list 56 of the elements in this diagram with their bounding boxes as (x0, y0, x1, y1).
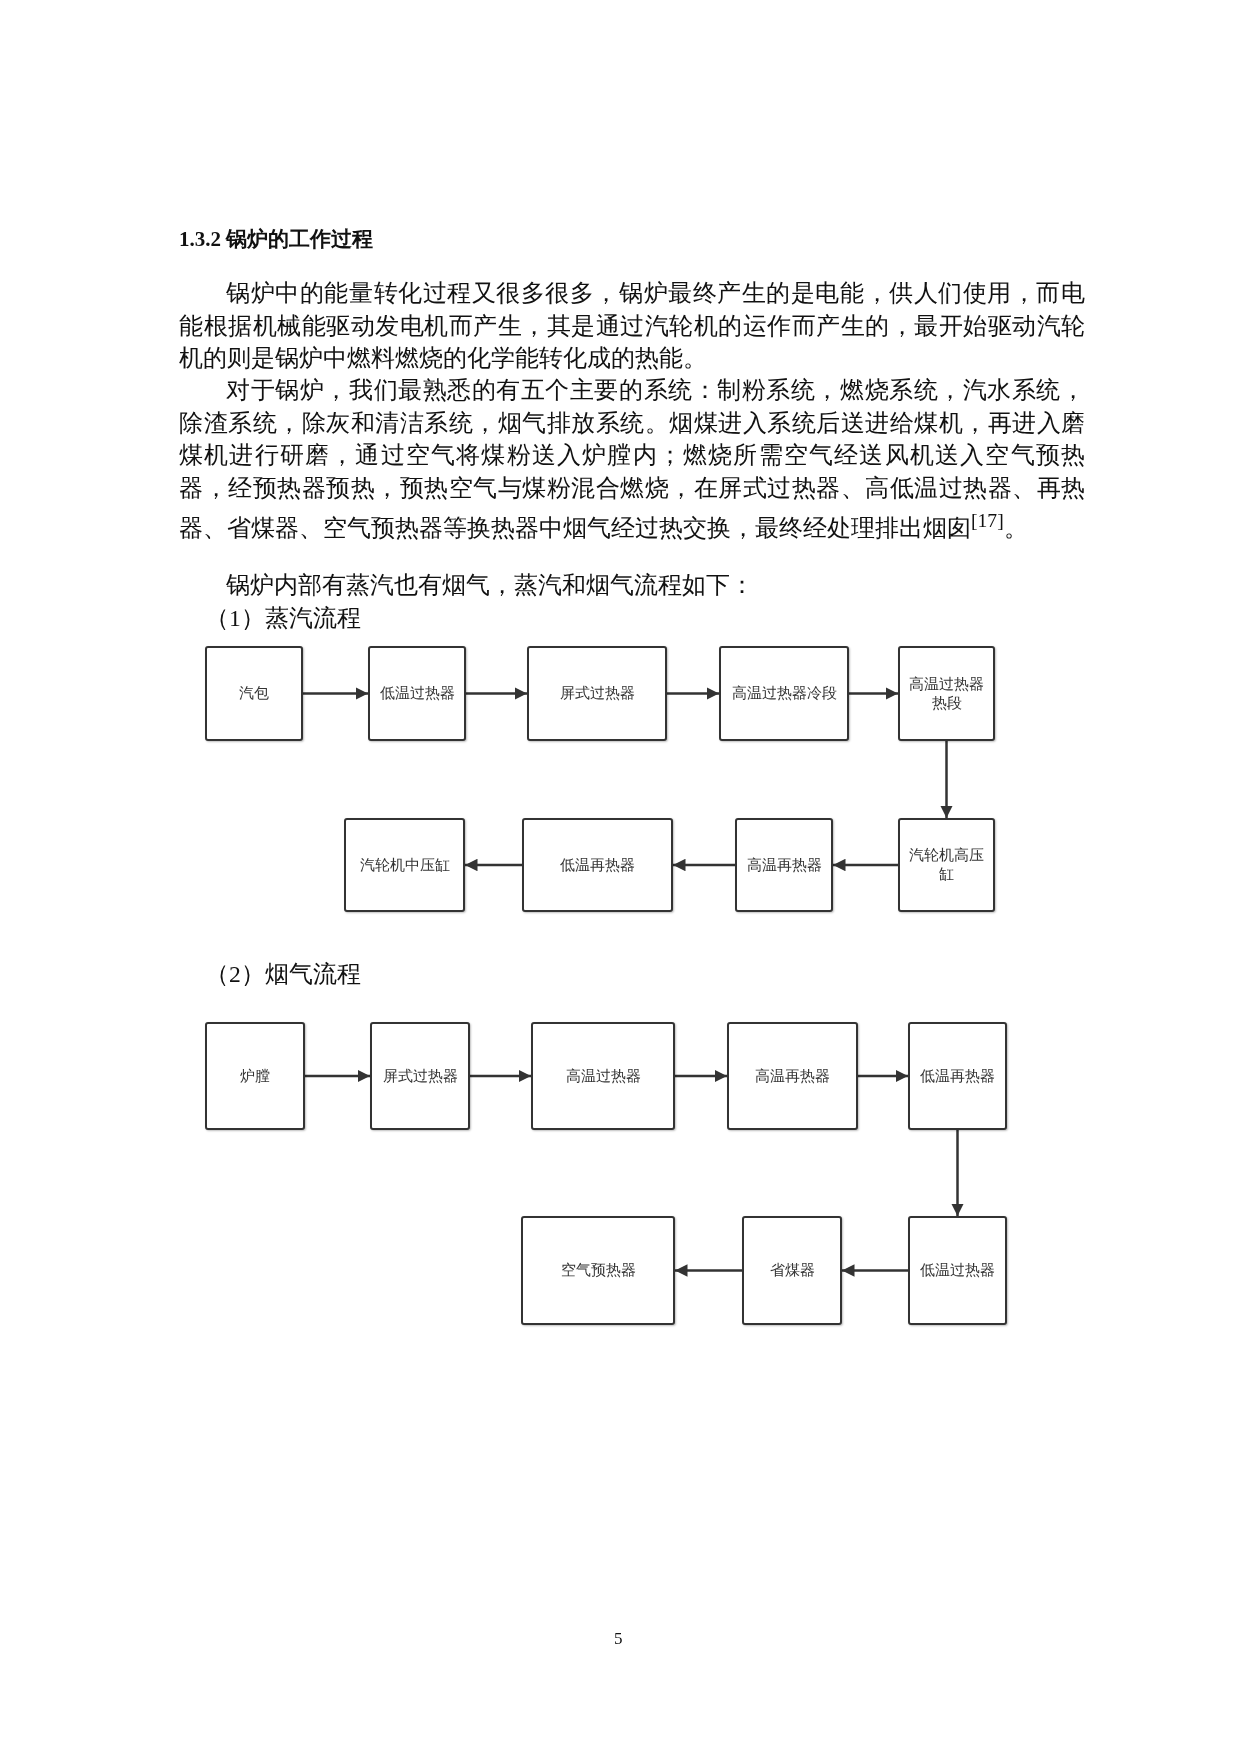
subsection-heading: （2）烟气流程 (205, 960, 361, 989)
arrow (951, 1130, 964, 1216)
box-label: 空气预热器 (559, 1261, 637, 1280)
process-box (205, 1022, 305, 1130)
arrow (675, 1069, 727, 1083)
process-box (522, 818, 673, 912)
box-label: 高温再热器 (745, 855, 823, 875)
box-label: 低温过热器 (919, 1261, 996, 1280)
arrow (465, 858, 522, 872)
box-label: 低温再热器 (559, 855, 636, 875)
process-box (719, 646, 849, 741)
arrow (833, 858, 898, 872)
box-label: 高温过热器 (564, 1066, 642, 1086)
process-box (908, 1022, 1007, 1130)
subsection-heading: （1）蒸汽流程 (205, 604, 361, 633)
process-box (344, 818, 465, 912)
body-paragraph: 对于锅炉，我们最熟悉的有五个主要的系统：制粉系统，燃烧系统，汽水系统，除渣系统，除灰和清洁系统，烟气排放系统。烟煤进入系统后送进给煤机，再进入磨煤机进行研磨，通过空气将煤粉送入炉膛内；燃烧所需空气经送风机送入空气预热器，经预热器预热，预热空气与煤粉混合燃烧，在屏式过热器、高低温过热器、再热器、省煤器、空气预热器等换热器中烟气经过热交换，最终经处理排出烟囱$^{[17]}$。 (179, 376, 1085, 543)
section-heading: 1.3.2 锅炉的工作过程 (179, 226, 374, 253)
process-box (898, 646, 995, 741)
box-label: 省煤器 (768, 1261, 816, 1280)
process-box (735, 818, 833, 912)
process-box (908, 1216, 1007, 1325)
box-label: 屏式过热器 (558, 684, 636, 703)
arrow (849, 687, 898, 700)
box-label: 汽包 (238, 684, 270, 703)
box-label: 高温过热器冷段 (730, 684, 838, 703)
body-paragraph: 锅炉内部有蒸汽也有烟气，蒸汽和烟气流程如下： (225, 571, 756, 600)
arrow (940, 741, 953, 818)
process-box (370, 1022, 470, 1130)
arrow (675, 1264, 742, 1277)
arrow (303, 687, 368, 700)
process-box (368, 646, 466, 741)
process-box (727, 1022, 858, 1130)
process-box (742, 1216, 842, 1325)
box-label: 炉膛 (239, 1066, 271, 1086)
arrow (842, 1264, 908, 1277)
box-label: 高温过热器热段 (908, 674, 985, 713)
box-label: 屏式过热器 (381, 1066, 459, 1086)
box-label: 低温再热器 (919, 1066, 996, 1086)
body-paragraph: 锅炉中的能量转化过程又很多很多，锅炉最终产生的是电能，供人们使用，而电能根据机械能驱动发电机而产生，其是通过汽轮机的运作而产生的，最开始驱动汽轮机的则是锅炉中燃料燃烧的化学能转化成的热能。 (179, 279, 1085, 373)
process-box (527, 646, 667, 741)
arrow (466, 687, 527, 700)
process-box (531, 1022, 675, 1130)
arrow (673, 858, 735, 872)
box-label: 汽轮机中压缸 (358, 855, 451, 875)
process-box (898, 818, 995, 912)
arrow (667, 687, 719, 700)
arrow (305, 1069, 370, 1083)
box-label: 低温过热器 (378, 684, 456, 703)
box-label: 高温再热器 (754, 1066, 831, 1086)
box-label: 汽轮机高压缸 (908, 846, 985, 884)
arrow (470, 1069, 531, 1083)
arrow (858, 1069, 908, 1083)
process-box (205, 646, 303, 741)
process-box (521, 1216, 675, 1325)
page-number: 5 (614, 1629, 623, 1649)
